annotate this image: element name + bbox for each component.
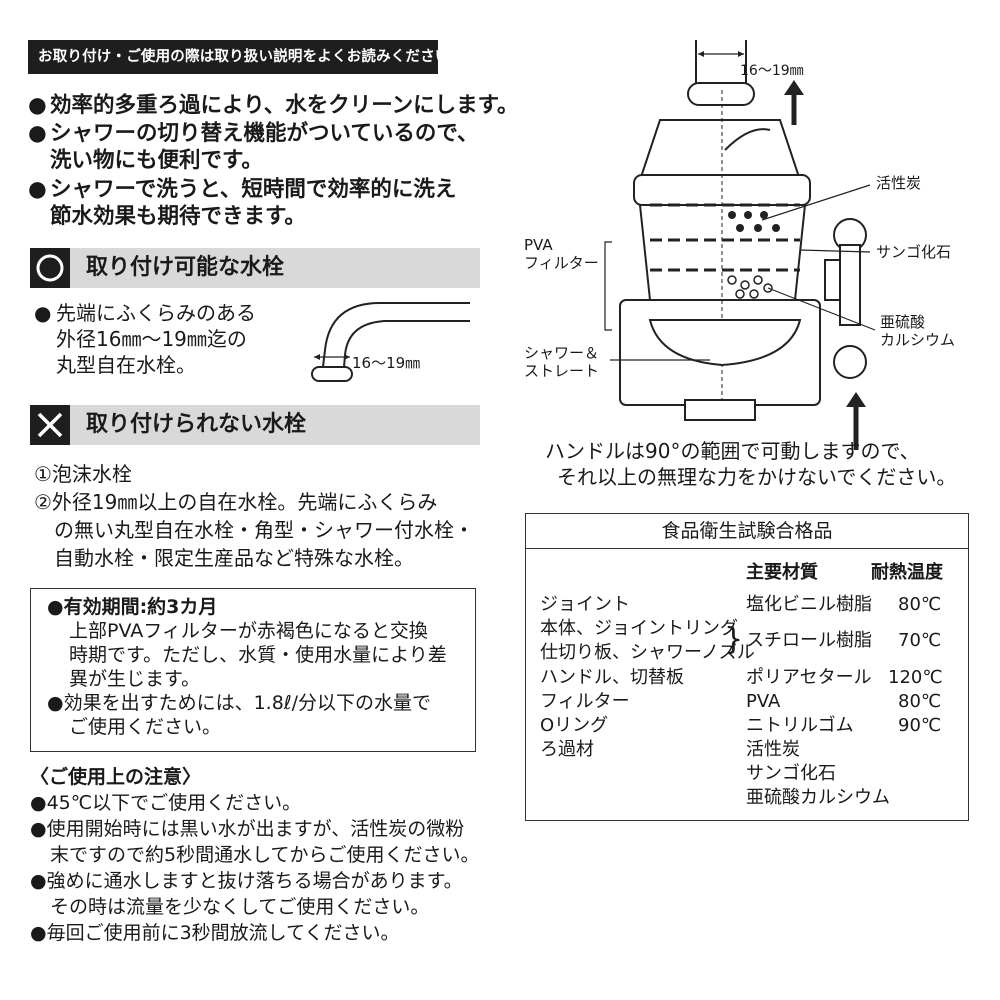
compatible-faucet-section-header: 取り付け可能な水栓 <box>30 248 480 288</box>
part-name: 本体、ジョイントリング <box>540 618 738 639</box>
circle-icon <box>30 248 70 288</box>
section-title: 取り付けられない水栓 <box>86 412 307 437</box>
material-name: ニトリルゴム <box>746 715 854 736</box>
grouping-brace: } <box>724 622 744 657</box>
compatible-description: ●先端にふくらみのある 外径16㎜～19㎜迄の 丸型自在水栓。 <box>34 301 256 377</box>
material-name: 塩化ビニル樹脂 <box>746 594 872 615</box>
part-name: ジョイント <box>540 594 630 615</box>
part-name: Oリング <box>540 715 609 736</box>
material-name: サンゴ化石 <box>746 763 836 784</box>
column-header-heat: 耐熱温度 <box>871 562 943 583</box>
incompatible-description: ①泡沫水栓 ②外径19㎜以上の自在水栓。先端にふくらみ の無い丸型自在水栓・角型… <box>34 462 474 570</box>
label-calcium-sulfite-1: 亜硫酸 <box>880 313 926 331</box>
label-activated-carbon: 活性炭 <box>876 174 922 192</box>
incompatible-faucet-section-header: 取り付けられない水栓 <box>30 405 480 445</box>
material-temp: 90℃ <box>898 715 942 736</box>
faucet-illustration <box>311 302 470 382</box>
label-shower-straight-1: シャワー＆ <box>524 344 600 362</box>
feature-item: ●効率的多重ろ過により、水をクリーンにします。 <box>28 93 519 118</box>
part-name: 仕切り板、シャワーノズル <box>540 642 755 663</box>
material-temp: 120℃ <box>888 667 943 688</box>
cautions-title: 〈ご使用上の注意〉 <box>30 766 202 788</box>
food-table-title: 食品衛生試験合格品 <box>526 514 968 549</box>
section-title: 取り付け可能な水栓 <box>86 255 285 280</box>
material-name: 活性炭 <box>746 739 800 760</box>
feature-item: ●シャワーの切り替え機能がついているので、 洗い物にも便利です。 <box>28 121 479 173</box>
filter-cross-section-diagram <box>604 40 876 450</box>
label-pva-filter: フィルター <box>524 254 599 272</box>
material-temp: 70℃ <box>898 630 942 651</box>
compatible-dimension-label: 16～19㎜ <box>352 354 421 372</box>
material-name: スチロール樹脂 <box>746 630 872 651</box>
column-header-material: 主要材質 <box>746 562 818 583</box>
handle-note: ハンドルは90°の範囲で可動しますので、 それ以上の無理な力をかけないでください… <box>545 439 957 489</box>
material-name: ポリアセタール <box>746 667 872 688</box>
material-temp: 80℃ <box>898 691 942 712</box>
part-name: フィルター <box>540 691 630 712</box>
material-name: 亜硫酸カルシウム <box>746 787 890 808</box>
food-hygiene-table: 食品衛生試験合格品 主要材質 耐熱温度 ジョイント 本体、ジョイントリング 仕切… <box>525 513 969 821</box>
validity-note-box: ●有効期間:約3カ月 上部PVAフィルターが赤褐色になると交換 時期です。ただし… <box>30 588 476 752</box>
part-name: ろ過材 <box>540 739 594 760</box>
label-calcium-sulfite-2: カルシウム <box>880 331 956 349</box>
usage-notice-banner: お取り付け・ご使用の際は取り扱い説明をよくお読みください。 <box>28 40 464 74</box>
label-coral-fossil: サンゴ化石 <box>876 243 952 261</box>
label-pva: PVA <box>524 236 553 254</box>
diagram-dimension-label: 16～19㎜ <box>740 63 804 79</box>
material-temp: 80℃ <box>898 594 942 615</box>
usage-cautions: 〈ご使用上の注意〉 ●45℃以下でご使用ください。 ●使用開始時には黒い水が出ま… <box>30 766 480 944</box>
cross-icon <box>30 405 70 445</box>
part-name: ハンドル、切替板 <box>540 667 684 688</box>
label-shower-straight-2: ストレート <box>524 362 600 380</box>
feature-item: ●シャワーで洗うと、短時間で効率的に洗え 節水効果も期待できます。 <box>28 177 457 229</box>
material-name: PVA <box>746 691 781 712</box>
